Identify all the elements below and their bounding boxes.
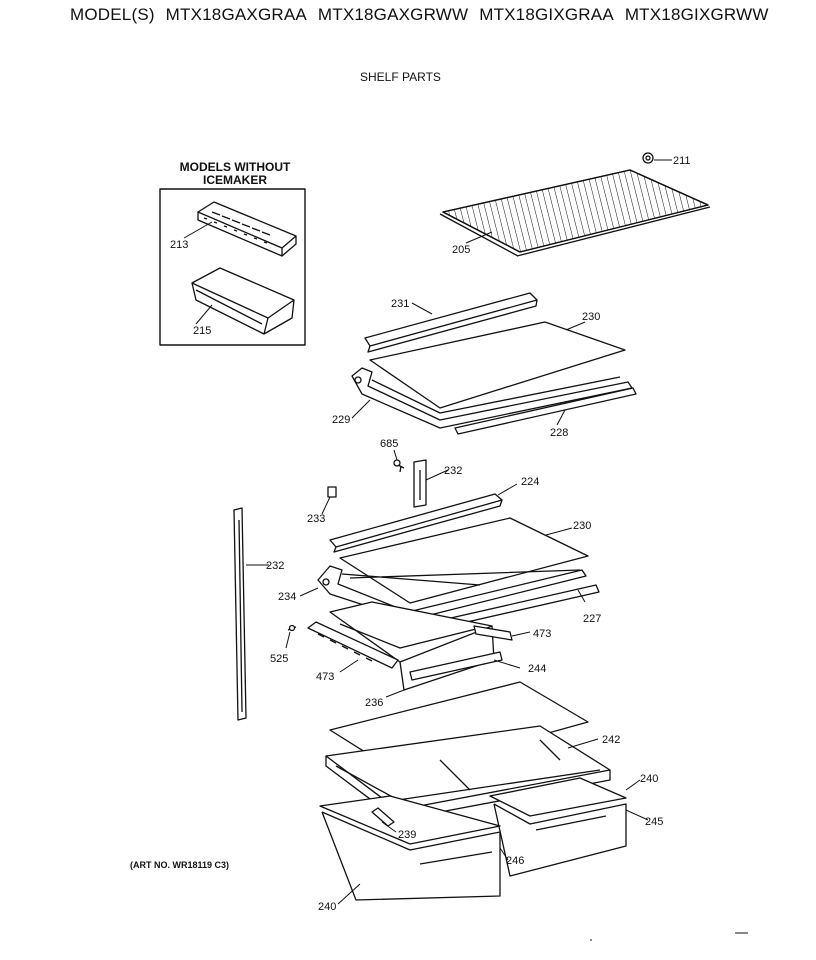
- art-number: (ART NO. WR18119 C3): [130, 860, 230, 870]
- part-label: 234: [278, 591, 296, 603]
- cover-frame-236: [329, 601, 495, 691]
- slide-rail-473-right: [473, 625, 513, 641]
- drawer-slide-239: [371, 807, 395, 827]
- part-label: 236: [365, 697, 383, 709]
- part-label: 473: [316, 671, 334, 683]
- part-label: 205: [452, 244, 470, 256]
- wire-shelf: [439, 169, 711, 257]
- model-number: MTX18GIXGRWW: [624, 5, 769, 24]
- part-label: 240: [318, 901, 336, 913]
- part-label: 229: [332, 414, 350, 426]
- ice-tray: [197, 201, 297, 257]
- screw-525: [287, 624, 297, 632]
- inset-box: [159, 188, 306, 346]
- glass-shelf-230-lower: [339, 517, 589, 604]
- shelf-frame-224: [329, 493, 503, 553]
- part-label: 244: [528, 663, 546, 675]
- part-label: 239: [398, 829, 416, 841]
- screw-685: [393, 459, 405, 473]
- part-label: 211: [673, 155, 691, 167]
- part-label: 685: [380, 438, 398, 450]
- part-label: 240: [640, 773, 658, 785]
- spacer-233: [327, 486, 337, 498]
- inset-title-line2: ICEMAKER: [202, 173, 267, 187]
- part-label: 245: [645, 816, 663, 828]
- cover-rail-244: [409, 651, 503, 681]
- model-number: MTX18GIXGRAA: [479, 5, 614, 24]
- slide-rail-473-left: [307, 621, 399, 669]
- part-label: 242: [602, 734, 620, 746]
- shelf-clip: [642, 152, 654, 164]
- part-label: 227: [583, 613, 601, 625]
- page-subtitle: SHELF PARTS: [360, 70, 441, 84]
- model-number: MTX18GAXGRAA: [165, 5, 307, 24]
- corner-marks: [590, 932, 748, 941]
- part-label: 231: [391, 298, 409, 310]
- crisper-cover-frame-242: [325, 725, 611, 821]
- glass-shelf-230-upper: [369, 321, 626, 409]
- part-numbers: 211 205 213 215 231 230 229 228 685 232 …: [170, 155, 691, 913]
- part-label: 230: [582, 311, 600, 323]
- page-header: MODEL(S) MTX18GAXGRAA MTX18GAXGRWW MTX18…: [70, 5, 775, 25]
- part-label: 232: [444, 465, 462, 477]
- ice-bin: [191, 267, 295, 335]
- shelf-bracket-232-long: [233, 507, 247, 721]
- shelf-bracket-232-short: [413, 459, 427, 508]
- part-label: 215: [193, 325, 211, 337]
- inset-title: MODELS WITHOUT ICEMAKER: [170, 161, 300, 187]
- part-label: 473: [533, 628, 551, 640]
- part-label: 232: [266, 560, 284, 572]
- part-label: 228: [550, 427, 568, 439]
- crisper-drawer-right-240: [489, 777, 627, 877]
- crisper-drawer-left-240: [319, 795, 501, 901]
- part-label: 213: [170, 239, 188, 251]
- part-label: 246: [506, 855, 524, 867]
- part-label: 525: [270, 653, 288, 665]
- shelf-frame-rear-231: [364, 292, 538, 353]
- part-label: 224: [521, 476, 539, 488]
- part-label: 233: [307, 513, 325, 525]
- shelf-frame-front-228: [454, 387, 637, 435]
- inset-title-line1: MODELS WITHOUT: [179, 160, 291, 174]
- model-number: MTX18GAXGRWW: [317, 5, 469, 24]
- shelf-frame-229: [351, 367, 633, 429]
- part-label: 230: [573, 520, 591, 532]
- header-prefix: MODEL(S): [70, 5, 155, 24]
- leader-lines: [183, 159, 672, 905]
